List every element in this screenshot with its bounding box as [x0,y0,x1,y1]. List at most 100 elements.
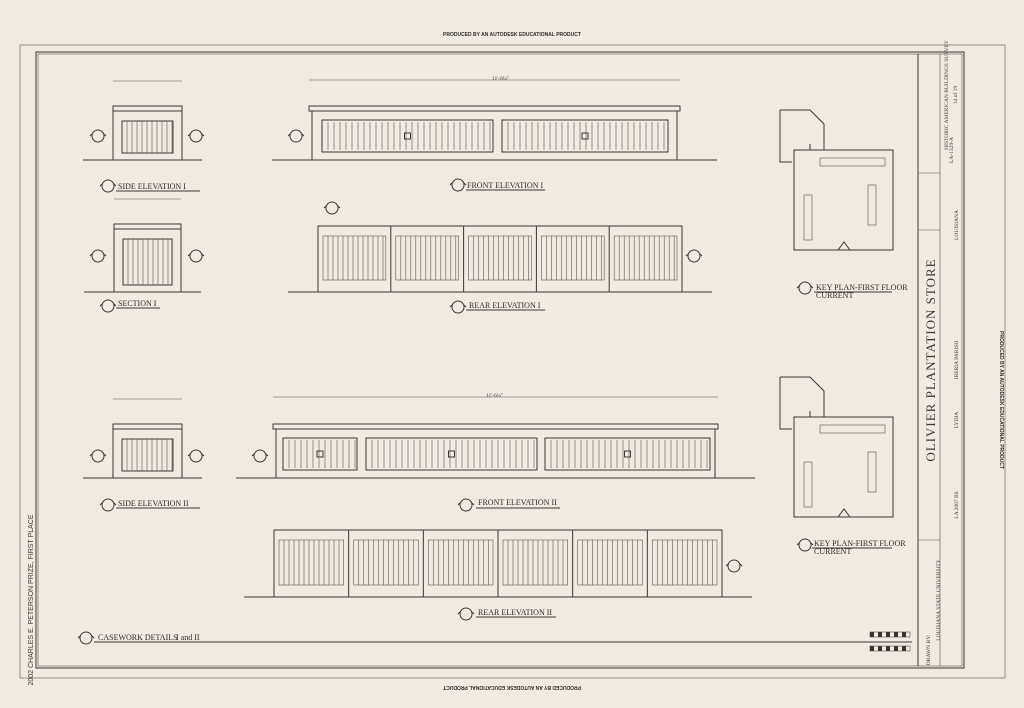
section-marker [287,129,305,143]
marker-arrow [323,205,341,209]
marker-circle [91,249,105,263]
countertop [308,105,681,112]
drawer-panel [282,437,358,471]
marker-circle [189,249,203,263]
side-top [113,223,182,230]
drawer-panel [365,437,538,471]
back-panel [395,235,459,281]
back-panel [468,235,532,281]
section-marker [187,449,205,463]
scale-bar-tick [870,646,874,651]
scale-bar-tick [902,632,906,637]
section-1 [84,198,201,293]
label-casework-sub: I and II [176,633,200,642]
marker-circle [101,299,115,313]
marker-circle [189,449,203,463]
sheet-number: 14 of 19 [952,86,959,105]
marker-circle [687,249,701,263]
scale-bar-tick [894,632,898,637]
location-text: IBERIA PARISH [954,341,960,379]
marker-circle [451,178,465,192]
state-text: LOUISIANA [954,210,960,240]
city-text: LYDIA [954,412,960,429]
back-panel [577,539,643,586]
side-top [112,105,183,112]
section-marker [725,559,743,573]
section-marker [89,129,107,143]
back-panel [541,235,605,281]
marker-arrow [287,133,305,137]
plan-main-room [793,149,894,251]
marker-arrow [725,563,743,567]
key-plan-2 [779,376,894,518]
side-body [113,228,182,293]
marker-arrow [796,285,814,289]
marker-arrow [449,182,467,186]
marker-arrow [99,183,117,187]
view-marker [449,178,467,192]
inner-border [35,51,965,669]
marker-arrow [449,304,467,308]
countertop [272,423,719,430]
section-marker [89,249,107,263]
survey-text: HISTORIC AMERICAN BUILDINGS SURVEY [944,40,950,150]
label-key-plan-1: KEY PLAN-FIRST FLOOR [816,283,908,292]
label-key-plan-1-sub: CURRENT [816,291,853,300]
dimension-front-1: 11'-6¼" [492,76,509,82]
marker-arrow [187,133,205,137]
section-marker [89,449,107,463]
drawer-pull [316,450,324,458]
marker-arrow [89,453,107,457]
view-labels: SIDE ELEVATION I FRONT ELEVATION I SECTI… [98,76,908,642]
label-side-elev-1: SIDE ELEVATION I [118,182,186,191]
marker-circle [79,631,93,645]
view-marker [99,299,117,313]
title-block: OLIVIER PLANTATION STORE IBERIA PARISH L… [917,40,960,666]
side-panel [122,238,173,286]
drawer-pull [624,450,631,458]
view-marker [449,300,467,314]
cabinet-body [275,428,716,479]
label-side-elev-2: SIDE ELEVATION II [118,499,189,508]
drawer-panel [501,119,669,153]
date-text: LA 2007 BS [954,491,960,519]
marker-arrow [99,502,117,506]
institution: LOUISIANA STATE UNIVERSITY [936,559,942,640]
side-panel [121,438,174,472]
scale-bar-tick [870,632,874,637]
marker-circle [91,449,105,463]
drawer-pull [404,132,411,140]
plan-door [837,241,851,251]
plan-room [779,376,825,430]
front-elevation-1 [272,79,717,161]
marker-arrow [457,502,475,506]
drawer-panel [321,119,494,153]
marker-circle [189,129,203,143]
side-panel [121,120,174,154]
label-key-plan-2: KEY PLAN-FIRST FLOOR [814,539,906,548]
key-plan-1 [779,109,894,251]
label-section-1: SECTION I [118,299,157,308]
drawer-panel [544,437,711,471]
drawn-by: DRAWN BY: [926,634,932,665]
marker-arrow [77,635,95,639]
label-key-plan-2-sub: CURRENT [814,547,851,556]
casework-marker [77,631,95,645]
section-marker [323,201,341,215]
back-panel [278,539,344,586]
back-panel [428,539,494,586]
plan-room [779,109,825,163]
rear-elevation-2 [244,529,752,598]
back-panel [502,539,568,586]
prize-text: 2002 CHARLES E. PETERSON PRIZE, FIRST PL… [28,514,35,685]
view-marker [796,538,814,552]
side-elevation-2 [83,398,202,479]
marker-circle [451,300,465,314]
marker-circle [101,179,115,193]
marker-arrow [89,253,107,257]
marker-arrow [187,253,205,257]
marker-circle [798,281,812,295]
section-marker [187,129,205,143]
back-panel [353,539,419,586]
